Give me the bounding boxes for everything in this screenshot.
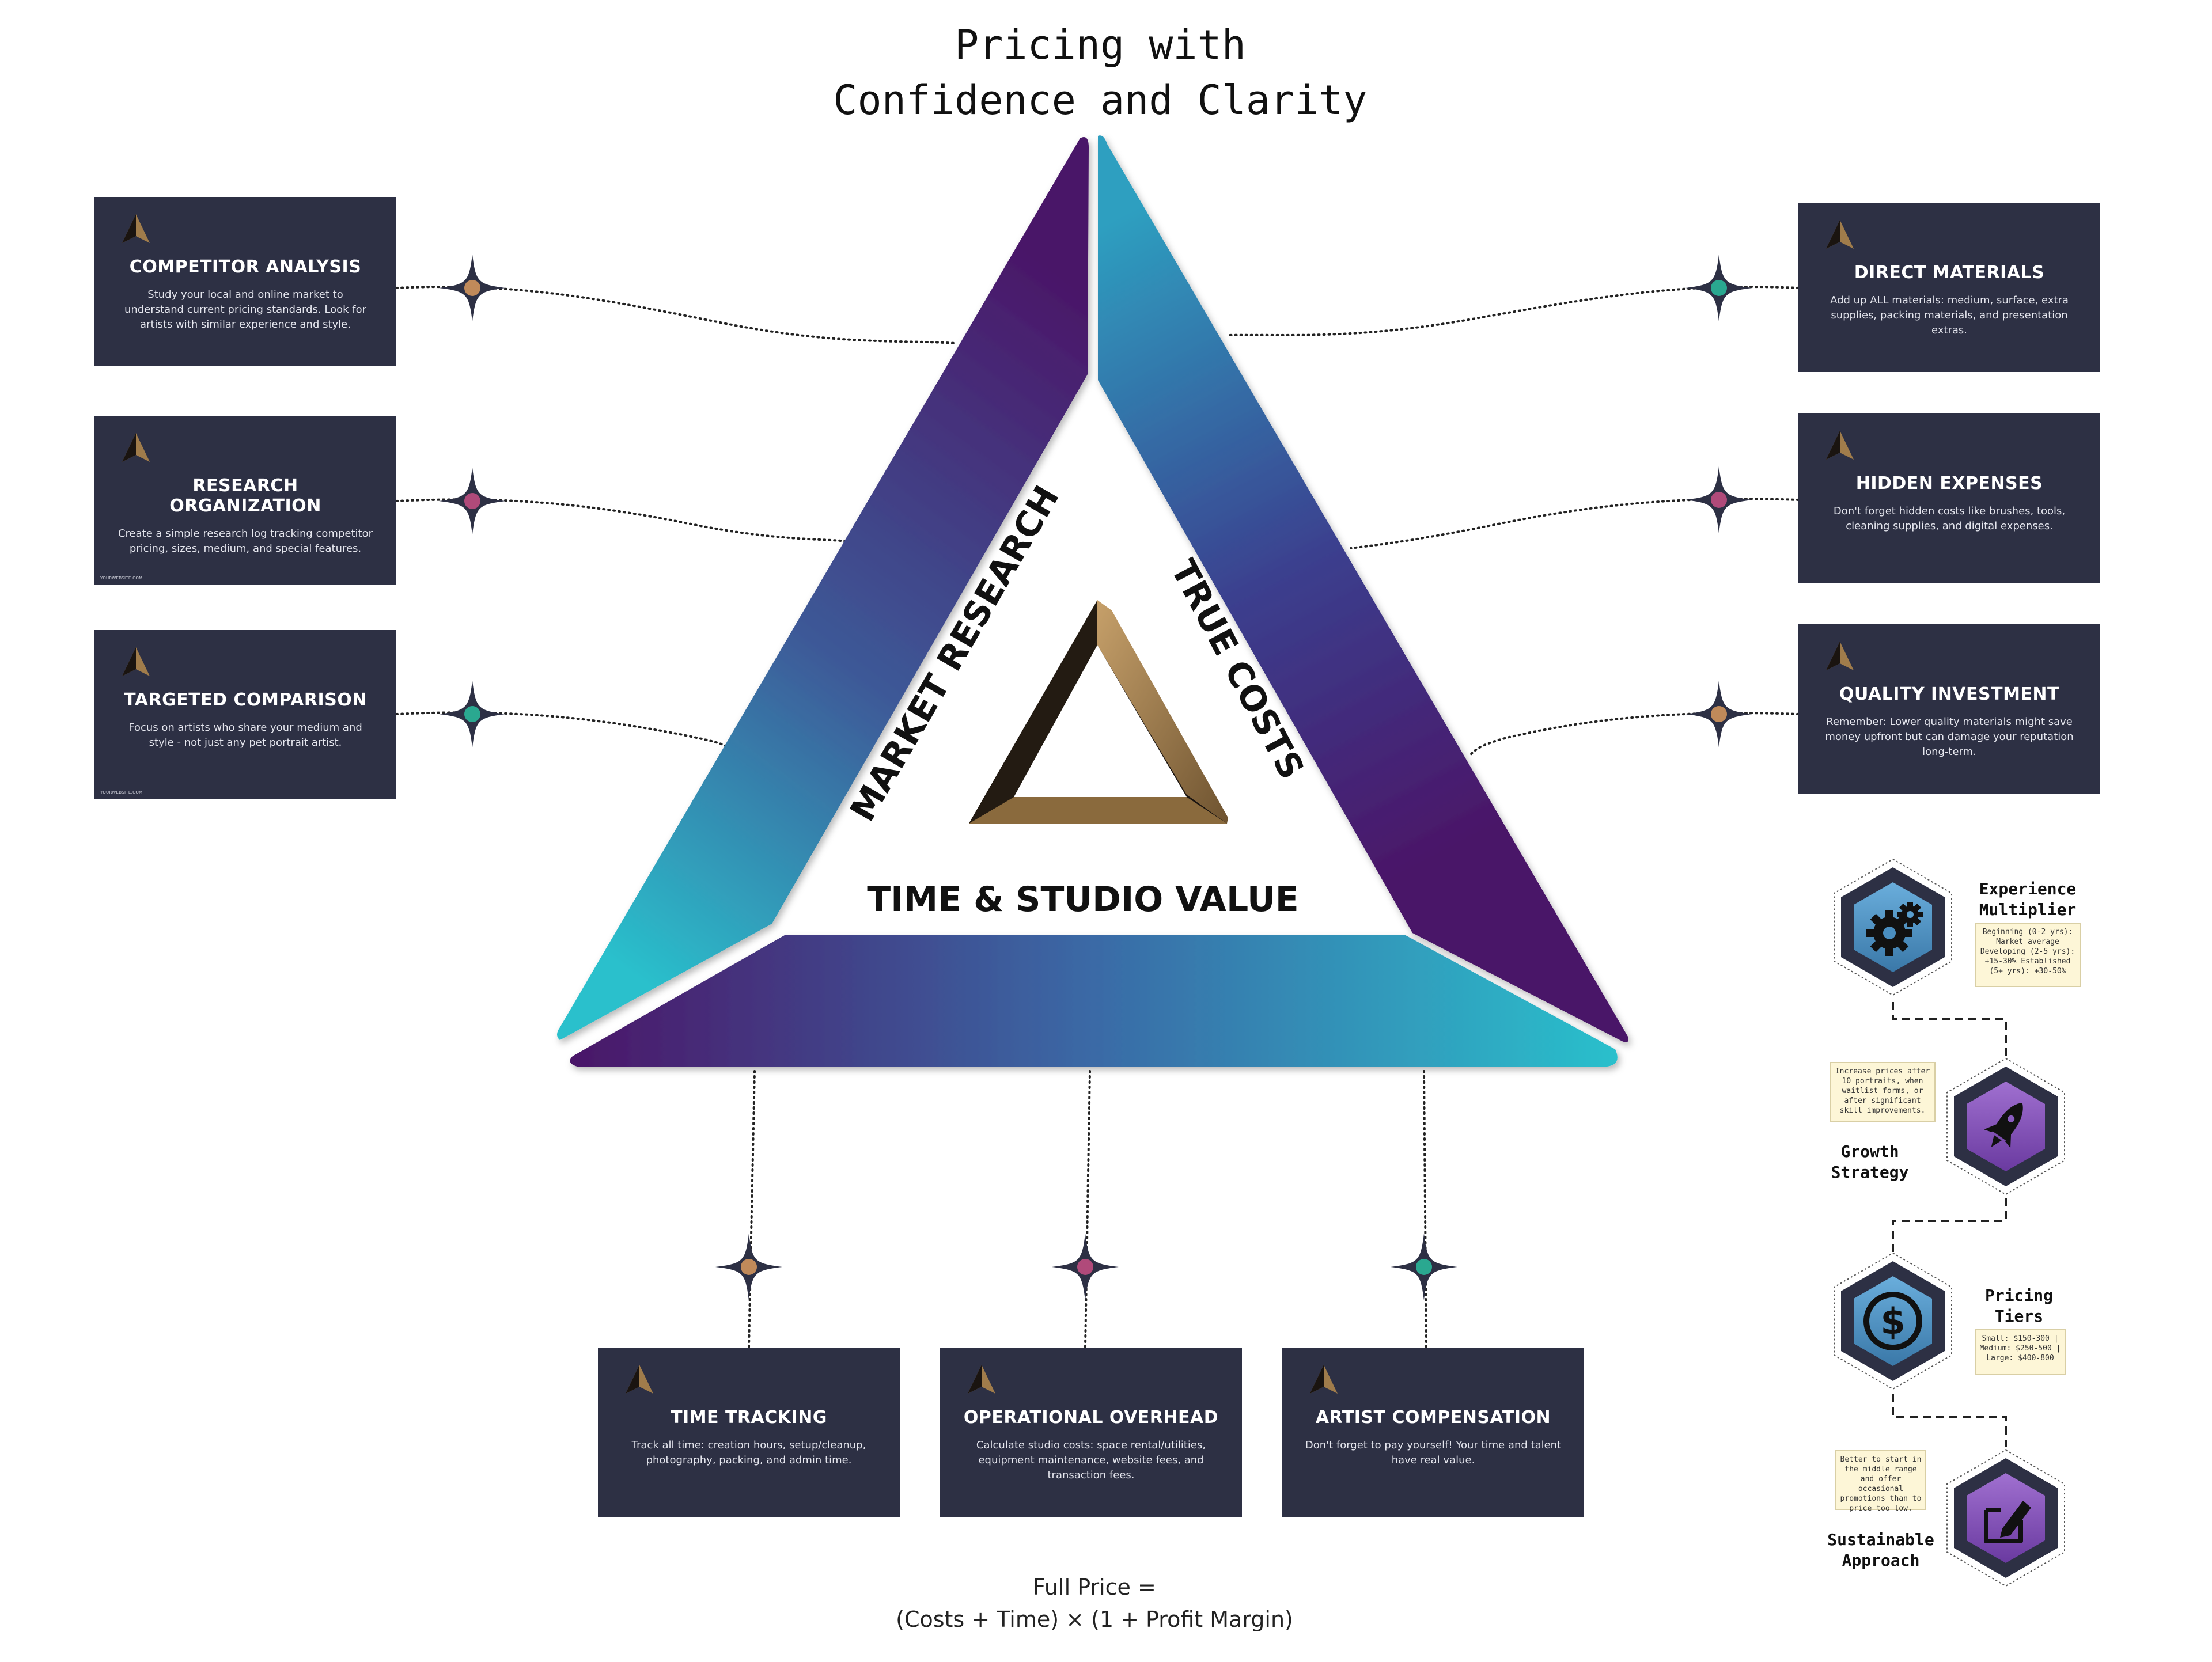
card-title: DIRECT MATERIALS xyxy=(1854,263,2045,283)
inner-gold-triangle xyxy=(969,600,1228,824)
brand-logo-icon xyxy=(1310,1365,1338,1394)
card-title: OPERATIONAL OVERHEAD xyxy=(963,1407,1219,1428)
card-footer: YOURWEBSITE.COM xyxy=(100,790,143,795)
gears-icon xyxy=(1866,902,1923,956)
card-title: ARTIST COMPENSATION xyxy=(1315,1407,1551,1428)
hex-sustainable xyxy=(1946,1449,2065,1587)
svg-text:$: $ xyxy=(1880,1300,1905,1342)
card-footer: YOURWEBSITE.COM xyxy=(100,576,143,580)
sustainable-note: Better to start in the middle range and … xyxy=(1835,1450,1926,1513)
title-line-2: Confidence and Clarity xyxy=(833,77,1368,124)
title-line-1: Pricing with xyxy=(955,21,1246,69)
brand-logo-icon xyxy=(122,647,150,676)
sparkle-competitor xyxy=(439,255,506,321)
sparkle-overhead xyxy=(1052,1234,1119,1300)
card-text: Remember: Lower quality materials might … xyxy=(1825,716,2074,758)
card-operational-overhead: OPERATIONAL OVERHEAD Calculate studio co… xyxy=(940,1348,1242,1517)
card-text: Study your local and online market to un… xyxy=(124,289,366,331)
triangle-left-bar xyxy=(557,137,1089,1040)
card-title: TARGETED COMPARISON xyxy=(124,690,367,710)
card-quality-investment: QUALITY INVESTMENT Remember: Lower quali… xyxy=(1798,624,2100,794)
formula-line-1: Full Price = xyxy=(1033,1574,1156,1600)
card-hidden-expenses: HIDDEN EXPENSES Don't forget hidden cost… xyxy=(1798,413,2100,583)
card-text: Focus on artists who share your medium a… xyxy=(128,722,362,749)
tiers-note: Small: $150-300 | Medium: $250-500 | Lar… xyxy=(1975,1329,2066,1375)
time-studio-value-label: TIME & STUDIO VALUE xyxy=(867,879,1299,920)
sparkle-quality xyxy=(1685,681,1752,747)
card-text: Calculate studio costs: space rental/uti… xyxy=(976,1439,1206,1481)
hex-tiers: $ xyxy=(1834,1252,1952,1390)
sustainable-label: Sustainable Approach xyxy=(1827,1530,1934,1570)
triangle-right-bar xyxy=(1098,135,1628,1042)
formula-line-2: (Costs + Time) × (1 + Profit Margin) xyxy=(896,1607,1293,1632)
card-text: Don't forget to pay yourself! Your time … xyxy=(1305,1439,1562,1466)
card-title: QUALITY INVESTMENT xyxy=(1839,684,2060,704)
brand-logo-icon xyxy=(1826,431,1854,460)
card-direct-materials: DIRECT MATERIALS Add up ALL materials: m… xyxy=(1798,203,2100,372)
sparkle-direct xyxy=(1685,255,1752,321)
card-text: Add up ALL materials: medium, surface, e… xyxy=(1830,294,2069,336)
card-title: TIME TRACKING xyxy=(671,1407,827,1428)
card-text: Track all time: creation hours, setup/cl… xyxy=(631,1439,866,1466)
tiers-label: Pricing Tiers xyxy=(1984,1286,2053,1326)
price-formula: Full Price = (Costs + Time) × (1 + Profi… xyxy=(806,1571,1382,1636)
hex-experience xyxy=(1834,858,1952,996)
sparkle-time xyxy=(715,1234,782,1300)
card-text: Create a simple research log tracking co… xyxy=(118,528,373,555)
dollar-icon: $ xyxy=(1863,1292,1922,1350)
brand-logo-icon xyxy=(968,1365,995,1394)
card-time-tracking: TIME TRACKING Track all time: creation h… xyxy=(598,1348,900,1517)
brand-logo-icon xyxy=(1826,220,1854,249)
sparkles xyxy=(439,255,1752,1300)
card-competitor-analysis: COMPETITOR ANALYSIS Study your local and… xyxy=(94,197,396,366)
page-title: Pricing with Confidence and Clarity xyxy=(760,17,1440,128)
card-title: HIDDEN EXPENSES xyxy=(1855,473,2043,494)
edit-icon xyxy=(1984,1501,2031,1543)
experience-label: Experience Multiplier xyxy=(1979,879,2077,919)
main-triangle xyxy=(557,135,1628,1067)
sparkle-targeted xyxy=(439,681,506,747)
growth-label: Growth Strategy xyxy=(1831,1142,1909,1182)
experience-note: Beginning (0-2 yrs): Market average Deve… xyxy=(1975,923,2081,987)
card-artist-compensation: ARTIST COMPENSATION Don't forget to pay … xyxy=(1282,1348,1584,1517)
sparkle-compensation xyxy=(1391,1234,1457,1300)
brand-logo-icon xyxy=(1826,642,1854,670)
card-title: RESEARCH ORGANIZATION xyxy=(169,476,321,516)
card-targeted-comparison: TARGETED COMPARISON Focus on artists who… xyxy=(94,630,396,799)
hex-growth xyxy=(1946,1057,2065,1196)
growth-note: Increase prices after 10 portraits, when… xyxy=(1830,1062,1936,1122)
bottom-connectors xyxy=(748,1070,1427,1349)
process-connector xyxy=(1892,1002,2007,1447)
sparkle-hidden xyxy=(1685,466,1752,533)
brand-logo-icon xyxy=(122,433,150,462)
triangle-bottom-bar xyxy=(570,935,1618,1067)
sparkle-research xyxy=(439,468,506,534)
card-research-organization: RESEARCH ORGANIZATION Create a simple re… xyxy=(94,416,396,585)
rocket-icon xyxy=(1984,1103,2023,1148)
card-text: Don't forget hidden costs like brushes, … xyxy=(1833,505,2066,532)
card-title: COMPETITOR ANALYSIS xyxy=(129,257,362,277)
brand-logo-icon xyxy=(626,1365,653,1394)
brand-logo-icon xyxy=(122,214,150,243)
